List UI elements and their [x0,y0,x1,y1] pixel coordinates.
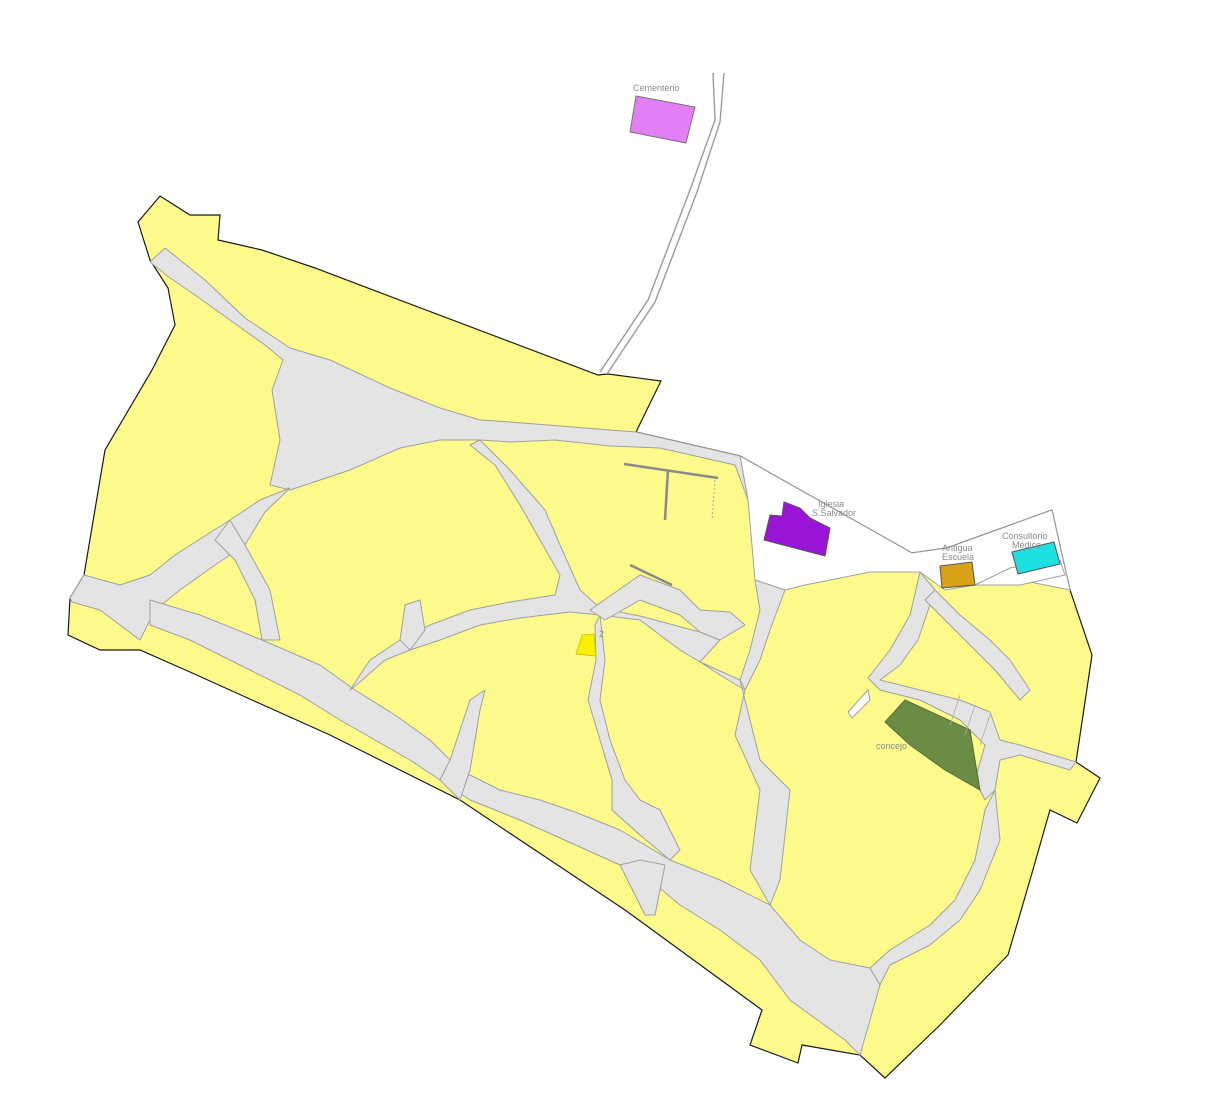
escuela-label-line2: Escuela [942,552,974,562]
street-south-central [149,599,881,1056]
street-northeast [867,571,1077,801]
consultorio-label-line1: Consultorio [1002,531,1048,541]
street-southeast [869,789,1001,986]
consultorio-label-line2: Médico [1012,540,1041,550]
concejo-hatch [949,694,991,746]
iglesia-label-line2: S.Salvador [812,508,856,518]
concejo-label: concejo [876,741,907,751]
street-west [69,487,291,641]
cementerio-label: Cementerio [633,83,680,93]
escuela-label-line1: Antigua [942,543,973,553]
street-central-north-south [587,614,681,861]
street-branch-sq [739,579,786,691]
cementerio-road [599,72,716,373]
marker-building [575,633,597,657]
building-outline-a [623,462,719,587]
consultorio-building [1011,541,1061,575]
street-branch-nw [214,519,281,641]
white-path [847,688,871,719]
marker-label: 2 [599,629,604,639]
iglesia-label-line1: Iglesia [818,499,844,509]
street-branch-church [589,574,746,641]
building-outline-b [711,479,716,521]
street-branch-south [439,689,486,801]
street-branch-east [924,589,1031,701]
cementerio-road-edge [606,72,725,375]
escuela-building [939,561,976,589]
street-branch-southwest [619,859,666,916]
cementerio-building [629,95,696,144]
street-north [149,247,749,501]
concejo-area [884,699,981,791]
street-branch-center [399,599,426,651]
street-network [69,247,1077,1056]
iglesia-building [763,501,831,557]
